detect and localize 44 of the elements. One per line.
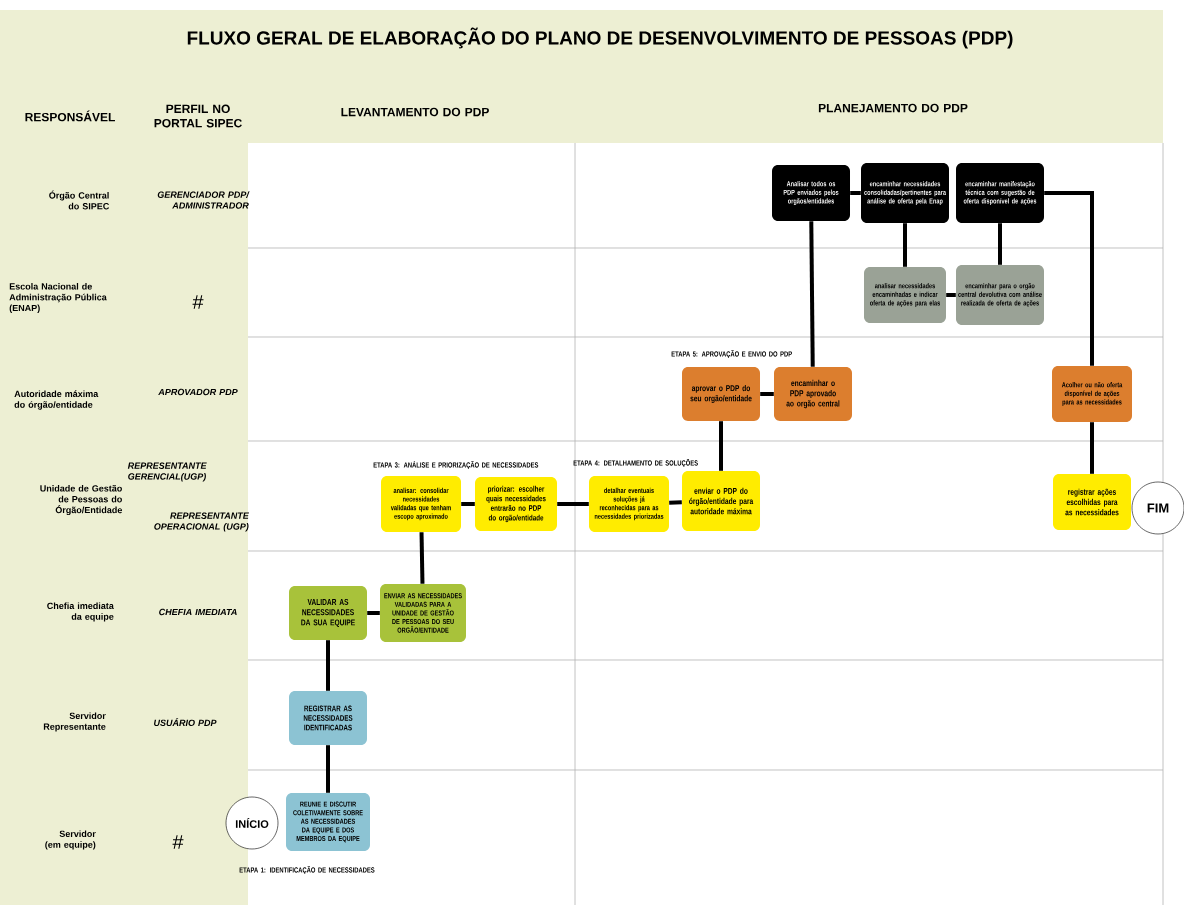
row-label: USUÁRIO PDP — [154, 717, 217, 726]
connector-line — [419, 532, 425, 584]
connector-line — [809, 221, 815, 367]
row-label: Órgão Central do SIPEC — [49, 190, 110, 210]
connector-line — [1044, 191, 1094, 366]
title: FLUXO GERAL DE ELABORAÇÃO DO PLANO DE DESENVOLVIMENTO DE PESSOAS (PDP) — [187, 27, 1013, 49]
connector-line — [1090, 422, 1094, 474]
connector-line — [946, 293, 956, 297]
process-box: registrar ações escolhidas para as necessidades — [1053, 474, 1131, 530]
connector-line — [326, 745, 330, 793]
row-label: GERENCIADOR PDP/ ADMINISTRADOR — [157, 191, 250, 209]
row-label: Unidade de Gestão de Pessoas do Órgão/Entidade — [40, 485, 122, 515]
column-header: LEVANTAMENTO DO PDP — [341, 107, 489, 117]
column-header: PLANEJAMENTO DO PDP — [818, 103, 968, 113]
row-label: Autoridade máxima do órgão/entidade — [14, 390, 99, 410]
row-label: Chefia imediata da equipe — [47, 602, 114, 622]
process-box: enviar o PDP do órgão/entidade para autoridade máxima — [682, 471, 760, 531]
connector-line — [998, 223, 1002, 265]
row-label: Escola Nacional de Administração Pública (ENAP) — [9, 283, 107, 313]
connector-line — [903, 223, 907, 267]
row-label: # — [192, 295, 204, 309]
row-label: Servidor (em equipe) — [45, 830, 96, 850]
process-box: encaminhar o PDP aprovado ao orgão central — [774, 367, 852, 421]
connector-line — [326, 640, 330, 691]
connector-line — [461, 502, 475, 506]
row-label: APROVADOR PDP — [158, 388, 238, 396]
column-header: RESPONSÁVEL — [25, 110, 115, 122]
process-box: priorizar: escolher quais necessidades entrarão no PDP do orgão/entidade — [475, 477, 557, 531]
connector-line — [850, 191, 861, 195]
row-label: REPRESENTANTE OPERACIONAL (UGP) — [154, 512, 250, 532]
connector-line — [669, 500, 682, 505]
node-label: FIM — [1147, 503, 1169, 513]
row-label: REPRESENTANTE GERENCIAL(UGP) — [127, 462, 207, 482]
row-label: Servidor Representante — [43, 712, 106, 732]
connector-line — [760, 392, 774, 396]
connector-line — [719, 421, 723, 471]
process-box: VALIDAR AS NECESSIDADES DA SUA EQUIPE — [289, 586, 367, 640]
process-box: aprovar o PDP do seu orgão/entidade — [682, 367, 760, 421]
connector-line — [367, 611, 380, 615]
process-box: REGISTRAR AS NECESSIDADES IDENTIFICADAS — [289, 691, 367, 745]
connector-line — [557, 502, 589, 506]
row-label: # — [172, 835, 184, 849]
row-label: CHEFIA IMEDIATA — [159, 608, 237, 616]
column-header: PERFIL NO PORTAL SIPEC — [154, 104, 242, 128]
